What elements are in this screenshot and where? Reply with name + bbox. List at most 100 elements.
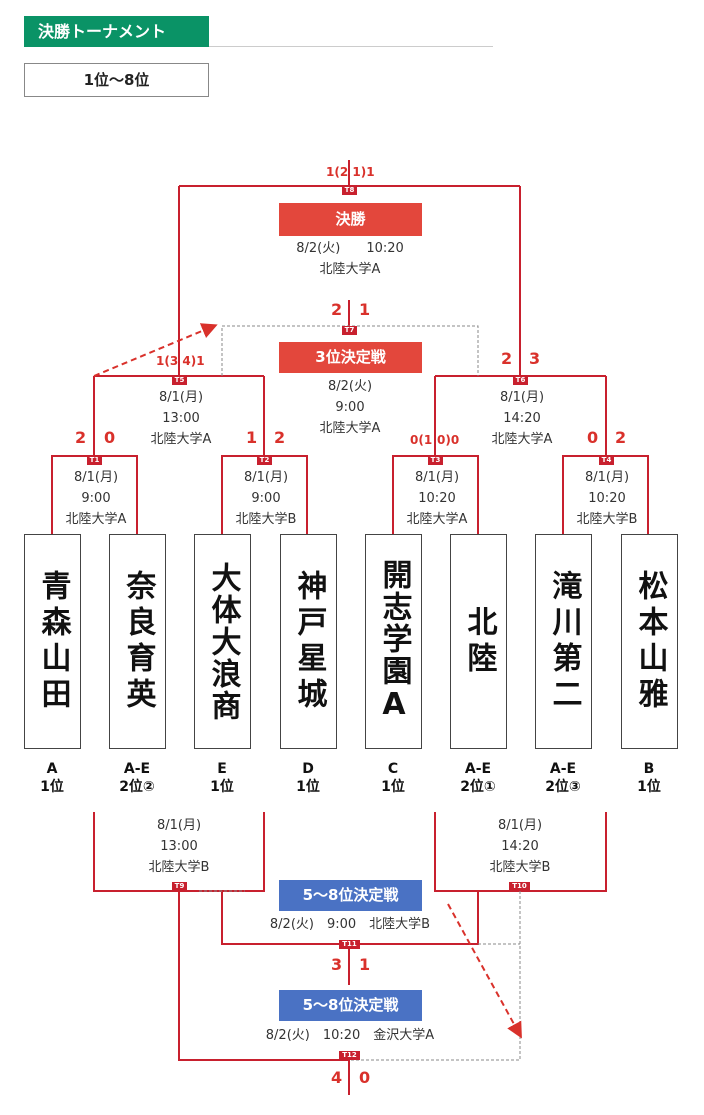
team-box: 滝川第二: [535, 534, 592, 749]
match-tag-t3: T3: [428, 456, 443, 465]
seed-rank: 2位③: [545, 779, 581, 795]
score-t8: 1(2 1)1: [326, 165, 375, 179]
match-tag-t5: T5: [172, 376, 187, 385]
match-venue: 北陸大学B: [235, 512, 297, 527]
match-info-t9: 8/1(月) 13:00 北陸大学B: [119, 815, 239, 878]
match-venue: 北陸大学B: [148, 860, 210, 875]
match-info-t5: 8/1(月) 13:00 北陸大学A: [121, 387, 241, 450]
loser-arrow-t12: [447, 903, 522, 1039]
final-banner: 決勝: [279, 203, 422, 236]
team-seed: E 1位: [182, 760, 262, 796]
team-seed: A-E 2位③: [523, 760, 603, 796]
match-time: 14:20: [501, 839, 539, 854]
score-t6-right: 3: [529, 349, 541, 368]
placement-5-8-banner: 5〜8位決定戦: [279, 880, 422, 911]
match-tag-t1: T1: [87, 456, 102, 465]
match-tag-t9: T9: [172, 882, 187, 891]
match-info-t10: 8/1(月) 14:20 北陸大学B: [460, 815, 580, 878]
score-t7-right: 1: [359, 300, 371, 319]
match-date: 8/2(火): [296, 241, 341, 256]
match-time: 10:20: [418, 491, 456, 506]
match-date: 8/1(月): [243, 470, 289, 485]
match-venue: 北陸大学A: [491, 432, 553, 447]
team-box: 北陸: [450, 534, 507, 749]
team-name: 滝川第二: [546, 569, 582, 714]
third-place-banner: 3位決定戦: [279, 342, 422, 373]
team-box: 松本山雅: [621, 534, 678, 749]
match-date: 8/1(月): [414, 470, 460, 485]
seed-group: A-E: [464, 761, 492, 777]
seed-group: D: [302, 761, 314, 777]
match-date: 8/1(月): [499, 390, 545, 405]
match-time: 14:20: [503, 411, 541, 426]
loser-arrow-t7: [93, 323, 218, 377]
match-tag-t10: T10: [509, 882, 530, 891]
score-t2-left: 1: [246, 428, 258, 447]
score-t4-left: 0: [587, 428, 599, 447]
match-tag-t11: T11: [339, 940, 360, 949]
score-t3-left: 0(1: [410, 433, 433, 447]
match-info-t4: 8/1(月) 10:20 北陸大学B: [547, 467, 667, 530]
match-venue: 北陸大学B: [576, 512, 638, 527]
match-date: 8/1(月): [158, 390, 204, 405]
match-info-t12: 8/2(火) 10:20 金沢大学A: [265, 1028, 435, 1043]
match-info-t8: 8/2(火) 10:20 北陸大学A: [270, 238, 430, 280]
score-t3-right: 0)0: [437, 433, 460, 447]
match-venue: 北陸大学A: [150, 432, 212, 447]
score-t2-right: 2: [274, 428, 286, 447]
match-info-t2: 8/1(月) 9:00 北陸大学B: [206, 467, 326, 530]
team-box: 開志学園A: [365, 534, 422, 749]
placement-5-8-banner: 5〜8位決定戦: [279, 990, 422, 1021]
match-info-t11: 8/2(火) 9:00 北陸大学B: [269, 917, 431, 932]
team-seed: A-E 2位①: [438, 760, 518, 796]
seed-rank: 1位: [637, 779, 661, 795]
team-seed: C 1位: [353, 760, 433, 796]
team-name: 大体大浪商: [205, 561, 241, 722]
score-t11-left: 3: [331, 955, 343, 974]
team-name: 神戸星城: [291, 569, 327, 714]
team-name: 青森山田: [35, 569, 71, 714]
t9-to-t12: [178, 891, 349, 1061]
score-t12-left: 4: [331, 1068, 343, 1087]
match-tag-t8: T8: [342, 186, 357, 195]
score-t1-left: 2: [75, 428, 87, 447]
seed-rank: 2位①: [460, 779, 496, 795]
team-name: 奈良育英: [120, 569, 156, 714]
seed-group: A-E: [549, 761, 577, 777]
match-time: 10:20: [366, 241, 404, 256]
match-venue: 北陸大学A: [319, 262, 381, 277]
seed-rank: 2位②: [119, 779, 155, 795]
match-date: 8/1(月): [73, 470, 119, 485]
match-tag-t12: T12: [339, 1051, 360, 1060]
score-t1-right: 0: [104, 428, 116, 447]
score-t7-left: 2: [331, 300, 343, 319]
seed-group: C: [387, 761, 399, 777]
match-info-t7: 8/2(火) 9:00 北陸大学A: [290, 376, 410, 439]
match-tag-t6: T6: [513, 376, 528, 385]
match-date: 8/1(月): [584, 470, 630, 485]
team-name: 北陸: [461, 605, 497, 678]
title-underline: [209, 46, 493, 47]
team-name: 開志学園A: [376, 559, 412, 724]
match-date: 8/2(火): [327, 379, 373, 394]
score-t4-right: 2: [615, 428, 627, 447]
seed-rank: 1位: [381, 779, 405, 795]
seed-group: A: [46, 761, 58, 777]
team-box: 神戸星城: [280, 534, 337, 749]
date-time-row: 8/2(火) 10:20: [270, 238, 430, 259]
match-tag-t4: T4: [599, 456, 614, 465]
match-time: 9:00: [81, 491, 111, 506]
match-tag-t2: T2: [257, 456, 272, 465]
match-venue: 北陸大学A: [406, 512, 468, 527]
match-time: 13:00: [160, 839, 198, 854]
seed-rank: 1位: [210, 779, 234, 795]
seed-group: E: [217, 761, 227, 777]
section-title: 決勝トーナメント: [24, 16, 209, 47]
match-venue: 北陸大学A: [65, 512, 127, 527]
match-date: 8/1(月): [156, 818, 202, 833]
score-t5: 1(3 4)1: [156, 354, 205, 368]
